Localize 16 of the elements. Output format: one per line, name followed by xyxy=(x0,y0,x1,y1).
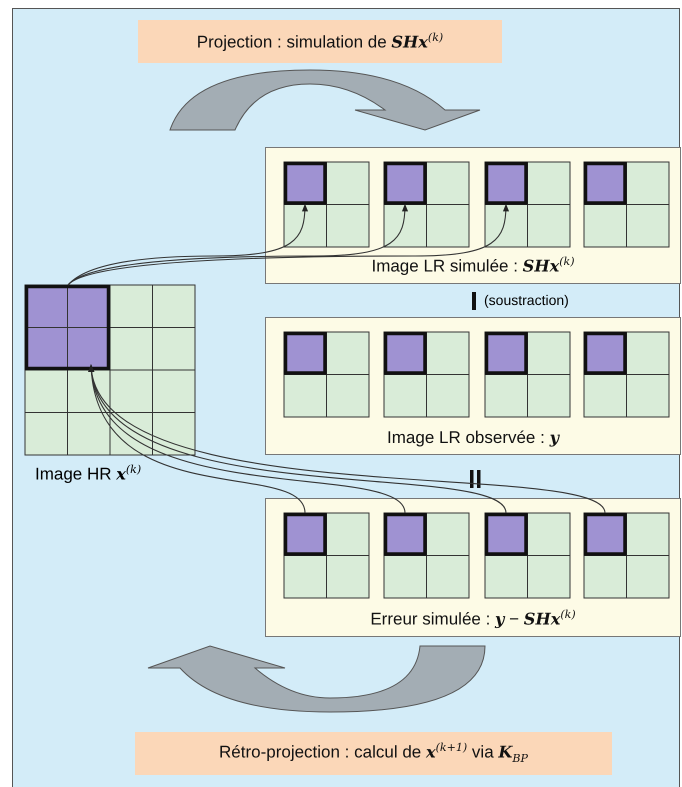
curved-block-arrow xyxy=(148,646,486,712)
grid-caption: Image HR x$^{(k)}$ xyxy=(35,463,142,485)
image-panel xyxy=(265,147,681,284)
curved-block-arrow xyxy=(170,70,480,130)
image-panel xyxy=(265,498,681,637)
heading-banner xyxy=(138,20,502,63)
heading-banner xyxy=(135,732,612,775)
panel-caption: Erreur simulée : y − SHx$^{(k)}$ xyxy=(369,608,577,630)
heading-text: Rétro-projection : calcul de x$^{(k+1)}$ via K$_{BP}$ xyxy=(219,741,528,766)
image-panel xyxy=(265,317,681,455)
panel-caption: Image LR simulée : SHx$^{(k)}$ xyxy=(370,255,576,277)
heading-text: Projection : simulation de SHx$^{(k)}$ xyxy=(196,30,444,52)
arrow xyxy=(90,364,606,514)
arrow xyxy=(68,204,509,286)
operation-note: (soustraction) xyxy=(484,292,569,308)
panel-caption: Image LR observée : y xyxy=(386,428,561,448)
